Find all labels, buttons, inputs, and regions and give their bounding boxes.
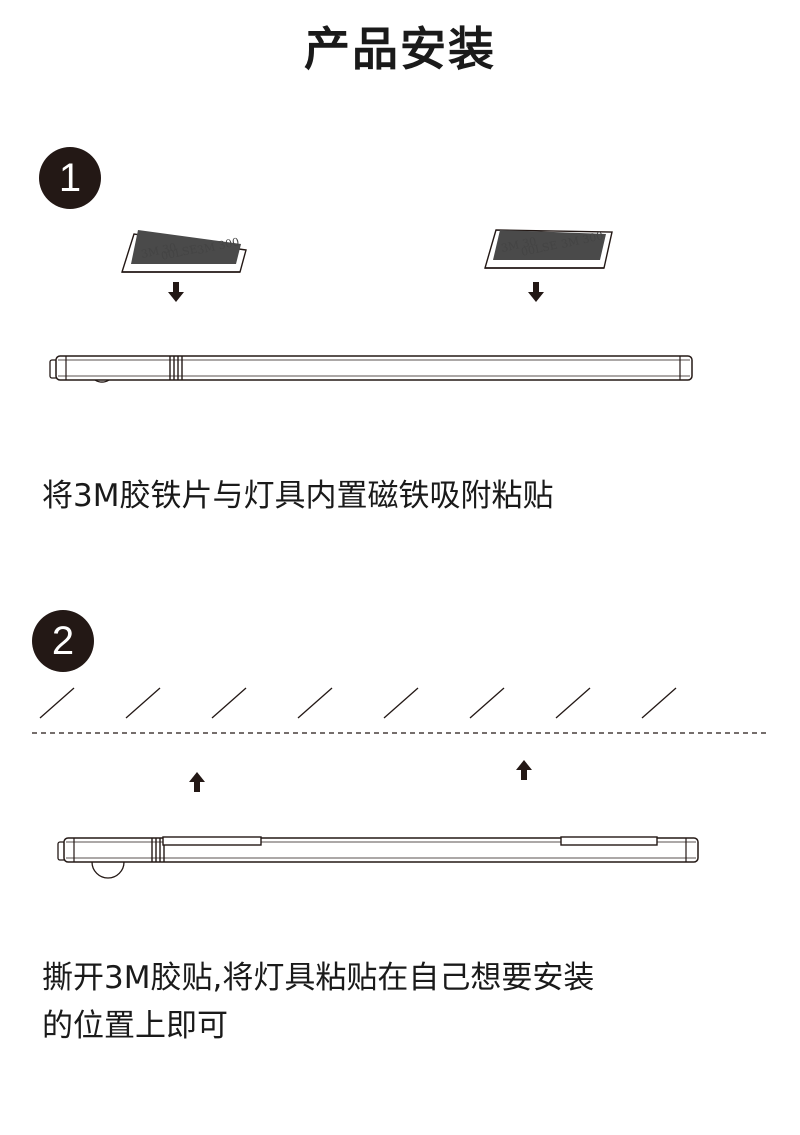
step-1-badge: 1 xyxy=(39,147,101,209)
arrow-up-icon xyxy=(516,760,532,780)
page-title: 产品安装 xyxy=(304,22,496,76)
light-bar xyxy=(49,355,693,383)
attached-pad-right xyxy=(560,836,658,846)
step-2-illustration xyxy=(32,687,766,879)
step-2-badge: 2 xyxy=(32,610,94,672)
step-1-illustration: 3M 30 00LSE 3M 300 3M 30 00LSE 3M 300 xyxy=(49,229,693,383)
wall-surface xyxy=(32,687,766,734)
adhesive-pad-left: 3M 30 00LSE 3M 300 xyxy=(121,230,247,273)
step-2-caption-line-1: 撕开3M胶贴,将灯具粘贴在自己想要安装 xyxy=(42,960,595,996)
arrow-down-icon xyxy=(168,282,184,302)
light-bar-with-pads xyxy=(57,836,699,879)
adhesive-pad-right: 3M 30 00LSE 3M 300 xyxy=(484,229,613,269)
arrow-up-icon xyxy=(189,772,205,792)
step-1-caption: 将3M胶铁片与灯具内置磁铁吸附粘贴 xyxy=(42,478,554,514)
arrow-down-icon xyxy=(528,282,544,302)
attached-pad-left xyxy=(162,836,262,846)
step-2-caption-line-2: 的位置上即可 xyxy=(42,1008,228,1044)
